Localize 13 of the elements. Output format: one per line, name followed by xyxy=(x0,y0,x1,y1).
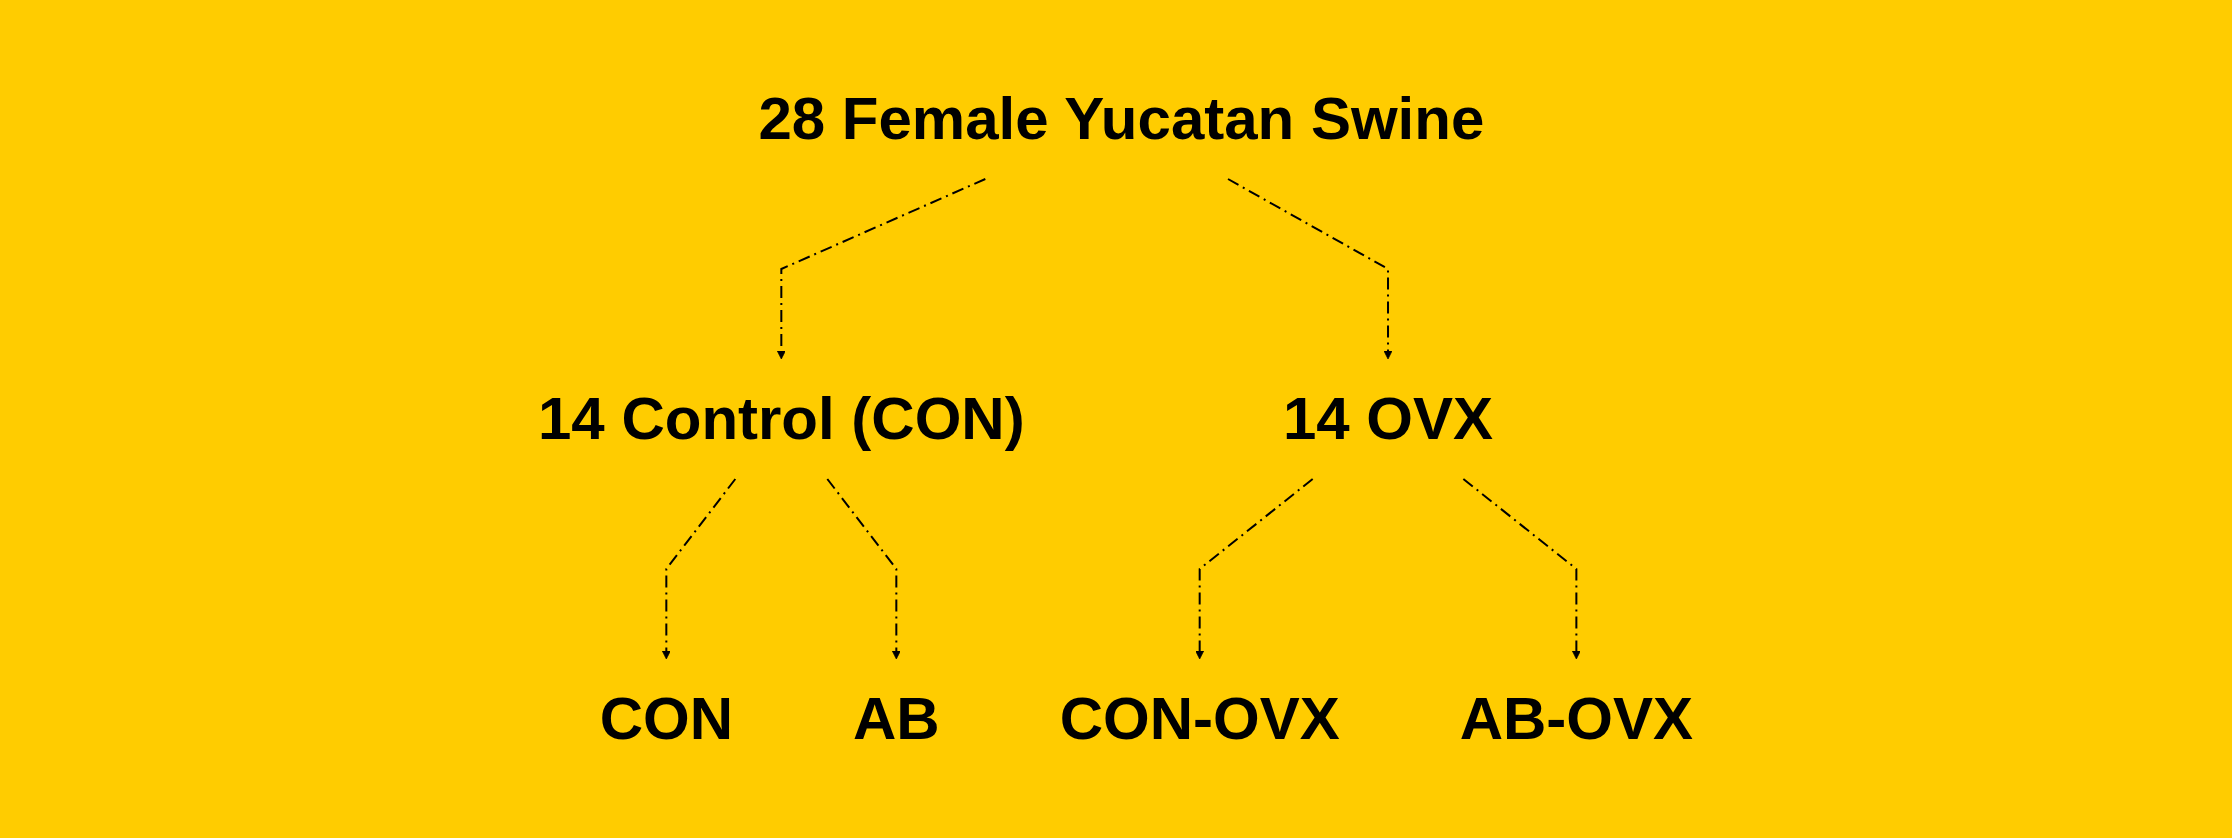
arrow xyxy=(1462,478,1582,660)
node-text: 14 OVX xyxy=(1283,384,1494,452)
arrow xyxy=(662,478,737,660)
arrow xyxy=(1227,178,1393,360)
node-text: 14 Control (CON) xyxy=(538,384,1026,452)
node-text: CON-OVX xyxy=(1060,684,1341,752)
arrow xyxy=(777,178,987,360)
node-text: CON xyxy=(600,684,734,752)
node-text: AB xyxy=(853,684,941,752)
arrow xyxy=(1195,478,1315,660)
node-text: AB-OVX xyxy=(1460,684,1694,752)
node-text: 28 Female Yucatan Swine xyxy=(758,85,1485,152)
arrow xyxy=(826,478,902,660)
